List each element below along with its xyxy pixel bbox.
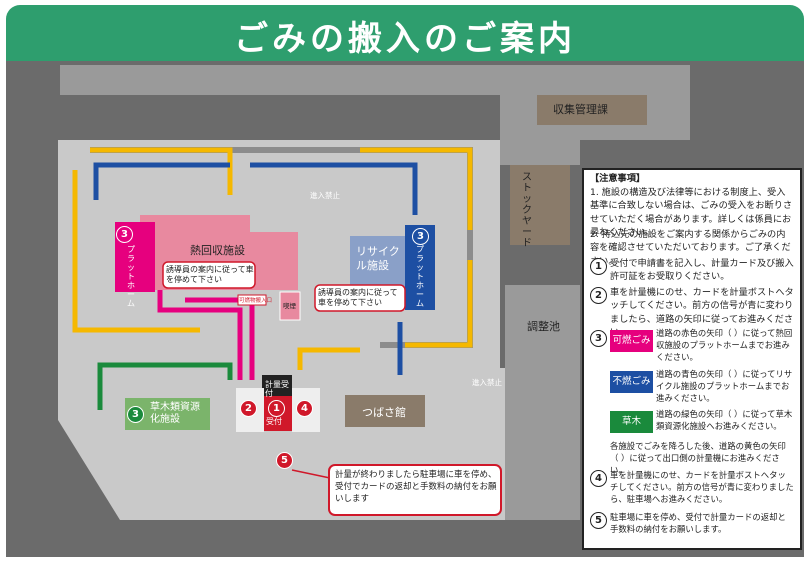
step-2-marker: 2 [590,287,607,304]
recycle-label: リサイクル施設 [356,245,400,272]
marker-3-left: 3 [116,226,133,243]
route-yellow-5 [297,347,360,370]
platform-right-label: プラットホーム [416,245,424,308]
step-3-blue-text: 道路の青色の矢印（ ）に従ってリサイクル施設のプラットホームまでお進みください。 [656,369,793,403]
step-4-marker: 4 [590,470,607,487]
header-bar: ごみの搬入のご案内 [6,5,804,61]
step-3-red-text: 道路の赤色の矢印（ ）に従って熱回収施設のプラットホームまでお進みください。 [656,328,793,362]
route-green-1 [97,362,233,410]
tag-burnable: 可燃ごみ [610,330,653,352]
panel-heading: 【注意事項】 [590,173,646,184]
reception-weigh-label: 計量受付 [265,380,289,398]
route-yellow-4 [405,260,473,348]
marker-5-map: 5 [276,452,293,469]
stock-yard-label: ストックヤード [522,172,532,249]
upper-ground [60,65,690,165]
note-1: 1. 施設の構造及び法律等における制度上、受入基準に合致しない場合は、ごみの受入… [590,187,793,239]
no-entry-2: 進入禁止 [472,378,502,387]
reception-label: 受付 [266,417,282,426]
guide-left-box [162,261,256,289]
callout-box [328,464,502,516]
pond-label: 調整池 [527,320,560,333]
step-5-marker: 5 [590,512,607,529]
platform-left-label: プラットホーム [127,245,135,308]
route-blue-2 [250,162,418,215]
route-yellow-2 [90,147,233,195]
route-blue-1 [93,162,230,200]
step-3-green-text: 道路の緑色の矢印（ ）に従って草木類資源化施設へお進みください。 [656,409,793,431]
grass-label: 草木類資源化施設 [150,402,200,425]
tag-nonburnable: 不燃ごみ [610,371,653,393]
step-4-text: 車を計量機にのせ、カードを計量ボストへタッチしてください。前方の信号が青に変わり… [610,470,794,504]
collection-office-building [537,95,647,125]
guide-right-text: 誘導員の案内に従って車を停めて下さい [318,288,398,307]
guide-right-box [314,284,406,312]
marker-3-grass: 3 [127,406,144,423]
marker-3-right: 3 [412,228,429,245]
marker-2-map: 2 [240,400,257,417]
instruction-panel: 【注意事項】 1. 施設の構造及び法律等における制度上、受入基準に合致しない場合… [582,168,802,550]
route-red-1 [157,290,243,380]
step-3-marker: 3 [590,330,607,347]
route-yellow-3 [360,147,473,230]
marker-1-map: 1 [268,400,285,417]
warn-label: 喫煙 [283,302,296,310]
collection-office-label: 収集管理課 [553,103,608,116]
tag-grass: 草木 [610,411,653,433]
callout-text: 計量が終わりましたら駐車場に車を停め、受付でカードの返却と手数料の納付をお願いし… [335,470,497,504]
tsubasa-label: つばさ館 [362,406,406,419]
route-yellow-1 [72,170,200,333]
marker-4-map: 4 [296,400,313,417]
pond-ground [505,285,580,520]
small-entry-label: 可燃物搬入口 [239,298,273,304]
step-1-text: 受付で申請書を記入し、計量カード及び搬入許可証をお受取りください。 [610,258,794,283]
tsubasa-building [345,395,425,427]
page-title: ごみの搬入のご案内 [234,19,576,59]
step-1-marker: 1 [590,258,607,275]
no-entry-1: 進入禁止 [310,191,340,200]
guide-left-text: 誘導員の案内に従って車を停めて下さい [166,265,254,284]
step-3-after-text: 各施設でごみを降ろした後、道路の黄色の矢印（ ）に従って出口側の計量機にお進みく… [610,441,786,475]
incinerator-label: 熱回収施設 [190,244,245,257]
stock-yard-building [510,165,570,245]
step-5-text: 駐車場に車を停め、受付で計量カードの返却と手数料の納付をお願いします。 [610,512,786,534]
